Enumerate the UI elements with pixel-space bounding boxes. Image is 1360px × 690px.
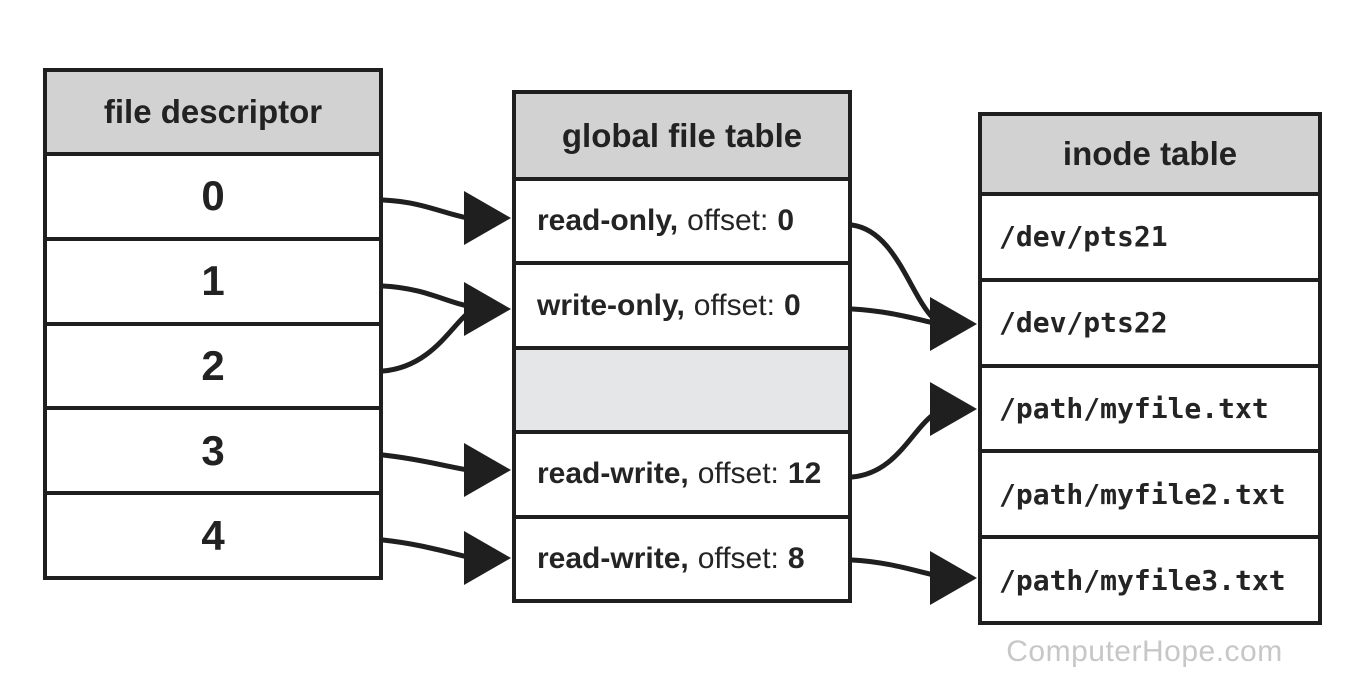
inode-table-title: inode table: [982, 116, 1318, 192]
gft-row-0-offset-value: 0: [777, 204, 794, 238]
arrow-line-readonly-devpts22: [849, 222, 937, 322]
inode-row-2: /path/myfile.txt: [982, 363, 1318, 450]
gft-row-write-only: write-only, offset: 0: [516, 261, 848, 346]
gft-row-1-mode: write-only,: [537, 288, 685, 322]
gft-row-read-write-12: read-write, offset: 12: [516, 430, 848, 515]
gft-row-4-offset-value: 8: [787, 541, 805, 575]
gft-row-3-mode: read-write,: [537, 457, 689, 491]
inode-row-4: /path/myfile3.txt: [982, 535, 1318, 621]
gft-row-3-offset-value: 12: [787, 457, 822, 491]
arrow-line-fd3-readwrite12: [380, 452, 471, 473]
gft-row-0-mode: read-only,: [537, 204, 679, 238]
arrow-line-writeonly-devpts22: [849, 306, 937, 326]
file-descriptor-table-title: file descriptor: [47, 72, 379, 152]
arrow-line-fd2-writeonly: [380, 310, 471, 374]
global-file-table: global file table read-only, offset: 0 w…: [512, 90, 852, 603]
fd-row-4: 4: [47, 491, 379, 576]
arrowhead-readwrite8: [464, 531, 511, 585]
arrow-line-fd1-writeonly: [380, 283, 471, 309]
gft-row-0-offset-label: offset:: [687, 204, 769, 238]
fd-row-3: 3: [47, 406, 379, 492]
arrowhead-myfile-txt: [930, 382, 977, 436]
arrowhead-readwrite12: [464, 443, 511, 497]
fd-row-2: 2: [47, 321, 379, 407]
gft-row-read-write-8: read-write, offset: 8: [516, 514, 848, 600]
inode-row-3: /path/myfile2.txt: [982, 449, 1318, 536]
inode-table: inode table /dev/pts21 /dev/pts22 /path/…: [978, 112, 1322, 625]
inode-row-1: /dev/pts22: [982, 277, 1318, 364]
arrowhead-devpts22: [930, 297, 977, 351]
file-descriptor-table: file descriptor 0 1 2 3 4: [43, 68, 383, 580]
arrow-line-readwrite12-myfile: [849, 411, 937, 480]
computerhope-watermark: ComputerHope.com: [1006, 635, 1283, 668]
arrowhead-myfile3-txt: [930, 551, 977, 605]
arrowhead-readonly: [464, 191, 511, 245]
gft-row-read-only: read-only, offset: 0: [516, 177, 848, 262]
arrow-line-readwrite8-myfile3: [849, 557, 937, 578]
gft-row-empty: [516, 345, 848, 431]
gft-row-1-offset-label: offset:: [693, 288, 775, 322]
gft-row-3-offset-label: offset:: [697, 457, 779, 491]
gft-row-4-mode: read-write,: [537, 541, 689, 575]
inode-row-0: /dev/pts21: [982, 192, 1318, 278]
arrow-line-fd0-readonly: [380, 197, 471, 221]
global-file-table-title: global file table: [516, 94, 848, 177]
fd-row-1: 1: [47, 236, 379, 322]
gft-row-1-offset-value: 0: [783, 288, 801, 322]
fd-row-0: 0: [47, 152, 379, 237]
gft-row-4-offset-label: offset:: [697, 541, 779, 575]
arrow-line-fd4-readwrite8: [380, 537, 471, 560]
arrowhead-writeonly: [464, 282, 511, 336]
